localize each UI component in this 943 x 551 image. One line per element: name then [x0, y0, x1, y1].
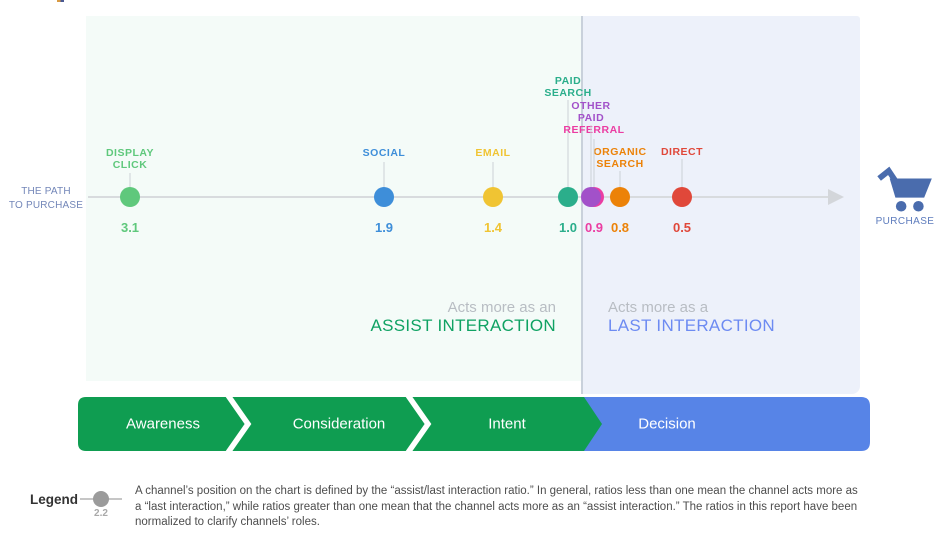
cart-basket — [889, 178, 932, 198]
channel-label: OTHER PAID — [571, 100, 611, 124]
channel-label: DISPLAY CLICK — [105, 147, 155, 171]
funnel-stage-decision: Decision — [638, 415, 696, 433]
funnel-stage-awareness: Awareness — [126, 415, 200, 433]
path-to-purchase-label: THE PATH TO PURCHASE — [6, 185, 86, 212]
leader-line — [593, 139, 595, 197]
channel-label: REFERRAL — [563, 124, 625, 136]
leader-line — [590, 125, 592, 197]
shopping-cart-icon — [877, 166, 932, 212]
channel-label: PAID SEARCH — [544, 75, 592, 99]
legend-sample-dot — [93, 491, 109, 507]
funnel-stage-intent: Intent — [488, 415, 526, 433]
cart-wheel-right — [913, 200, 924, 212]
cart-wheel-left — [895, 200, 907, 212]
assist-note-title: ASSIST INTERACTION — [370, 316, 556, 335]
leader-line — [383, 162, 385, 197]
path-label-line2: TO PURCHASE — [8, 199, 84, 211]
channel-dot[interactable] — [610, 187, 630, 207]
channel-label: ORGANIC SEARCH — [593, 146, 647, 170]
zone-divider-line — [581, 16, 583, 394]
last-note-prefix: Acts more as a — [608, 299, 709, 316]
channel-dot[interactable] — [581, 187, 601, 207]
legend-title: Legend — [30, 492, 79, 507]
legend-description: A channel’s position on the chart is def… — [135, 485, 858, 528]
channel-value: 0.9 — [584, 220, 604, 235]
leader-line — [567, 100, 569, 197]
path-axis-line — [88, 196, 829, 198]
assist-zone-note: Acts more as an ASSIST INTERACTION — [370, 299, 556, 336]
funnel-bar — [78, 397, 870, 451]
last-zone-note: Acts more as a LAST INTERACTION — [608, 299, 775, 336]
channel-value: 0.8 — [610, 220, 630, 235]
leader-line — [129, 173, 131, 197]
channel-dot[interactable] — [672, 187, 692, 207]
cart-handle — [877, 166, 899, 184]
channel-value: 0.5 — [672, 220, 692, 235]
channel-value: 1.4 — [483, 220, 503, 235]
channel-dot[interactable] — [483, 187, 503, 207]
channel-dot[interactable] — [558, 187, 578, 207]
assist-note-prefix: Acts more as an — [447, 299, 556, 316]
channel-dot[interactable] — [120, 187, 140, 207]
leader-line — [681, 159, 683, 197]
purchase-endpoint: PURCHASE — [872, 166, 938, 227]
funnel-separator-2 — [405, 397, 432, 451]
channel-dot[interactable] — [374, 187, 394, 207]
purchase-label: PURCHASE — [875, 216, 935, 227]
channel-value: 3.1 — [120, 220, 140, 235]
channel-label: DIRECT — [660, 146, 704, 158]
channel-value: 1.9 — [374, 220, 394, 235]
screen-artifact — [57, 0, 64, 2]
funnel-green-segment — [78, 397, 602, 451]
channel-label: EMAIL — [475, 147, 511, 159]
funnel-separator-1 — [225, 397, 252, 451]
channel-value: 1.0 — [558, 220, 578, 235]
legend-sample-value: 2.2 — [94, 508, 108, 519]
path-label-line1: THE PATH — [21, 186, 71, 197]
leader-line — [492, 162, 494, 197]
funnel-decision-segment — [583, 397, 870, 451]
axis-arrow-icon — [828, 189, 844, 205]
funnel-stage-consideration: Consideration — [292, 415, 386, 433]
last-note-title: LAST INTERACTION — [608, 316, 775, 335]
channel-label: SOCIAL — [362, 147, 406, 159]
last-zone-background — [583, 16, 860, 394]
leader-line — [619, 171, 621, 197]
